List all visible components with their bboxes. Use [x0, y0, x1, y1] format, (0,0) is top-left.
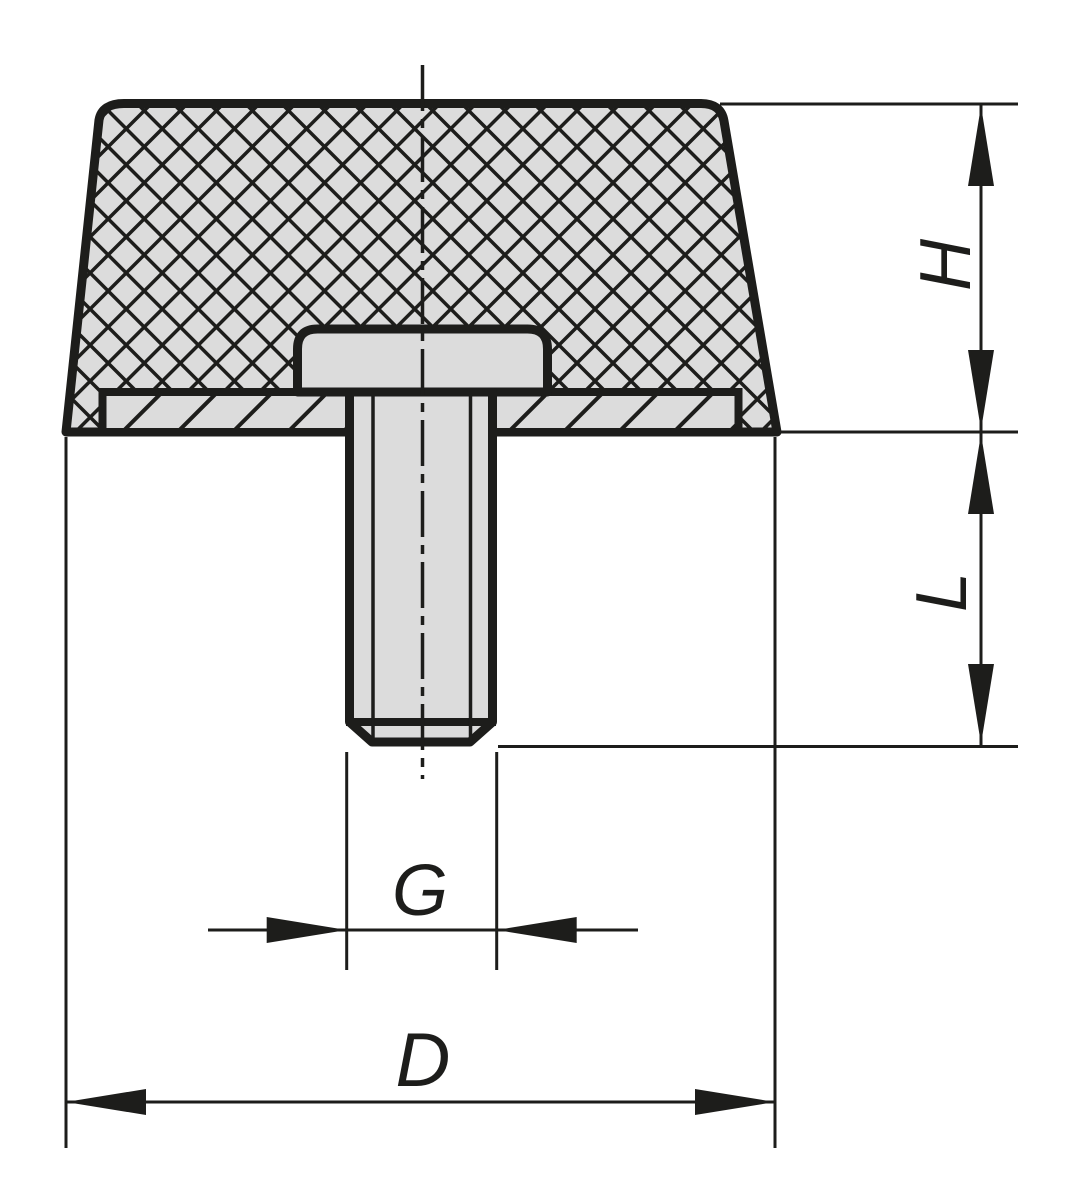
dimension-label-l: L [902, 572, 982, 612]
arrow-h-bottom [968, 350, 994, 430]
arrow-h-top [968, 106, 994, 186]
dimension-label-d: D [396, 1018, 451, 1103]
extension-lines-diameter [64, 437, 777, 1148]
arrow-l-bottom [968, 664, 994, 744]
rubber-outline [61, 99, 782, 437]
arrow-l-top [968, 434, 994, 514]
extension-lines-thread [345, 752, 499, 970]
arrow-g-left [266, 917, 347, 943]
thread-core-lines [371, 396, 473, 740]
arrow-d-right [695, 1089, 775, 1115]
dimension-label-h: H [906, 238, 986, 291]
arrow-g-right [496, 917, 577, 943]
dimension-arrows [66, 106, 994, 1115]
arrow-d-left [66, 1089, 146, 1115]
dimension-label-g: G [392, 851, 448, 931]
extension-lines [64, 102, 1018, 1148]
